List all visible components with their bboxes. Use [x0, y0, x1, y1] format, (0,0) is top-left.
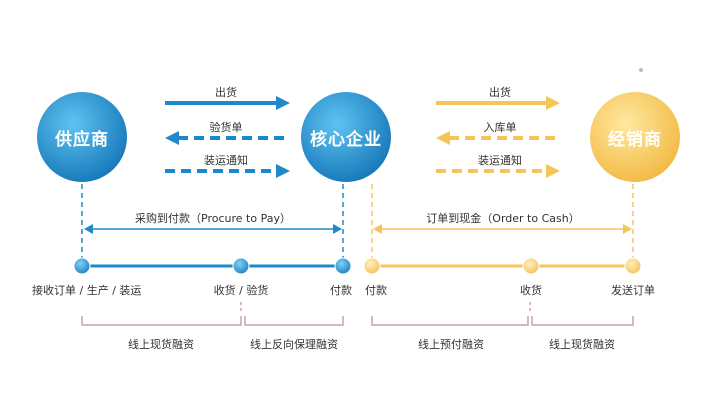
milestone-dot — [232, 257, 250, 275]
o2c-label: 订单到现金（Order to Cash） — [426, 212, 580, 225]
core-node — [301, 92, 391, 182]
flow-warehouse-receipt-label: 入库单 — [483, 121, 517, 134]
financing-label: 线上现货融资 — [549, 338, 615, 351]
milestone-dot — [334, 257, 352, 275]
core-label: 核心企业 — [310, 129, 382, 150]
flow-shipment-label: 出货 — [489, 86, 511, 99]
p2p-label: 采购到付款（Procure to Pay） — [135, 212, 291, 225]
milestone-dot — [522, 257, 540, 275]
milestone-label: 付款 — [365, 284, 387, 297]
decor-dot — [639, 68, 643, 72]
flow-shipment-label: 出货 — [215, 86, 237, 99]
right-flow-arrows — [436, 96, 560, 178]
o2c-arrow — [373, 224, 632, 234]
dealer-node — [590, 92, 680, 182]
milestone-dot — [73, 257, 91, 275]
milestone-label: 付款 — [330, 284, 352, 297]
flow-inspection-label: 验货单 — [209, 121, 243, 134]
p2p-arrow — [84, 224, 342, 234]
financing-brackets — [81, 302, 634, 326]
financing-label: 线上现货融资 — [128, 338, 194, 351]
left-flow-arrows — [165, 96, 290, 178]
milestone-label: 发送订单 — [611, 284, 655, 297]
milestone-label: 收货 — [520, 284, 542, 297]
milestone-dot — [363, 257, 381, 275]
financing-label: 线上预付融资 — [418, 338, 484, 351]
flow-shipping-notice-label: 装运通知 — [478, 154, 522, 167]
milestone-label: 收货 / 验货 — [213, 284, 269, 297]
supplier-label: 供应商 — [55, 129, 109, 150]
drop-lines — [81, 184, 634, 262]
financing-label: 线上反向保理融资 — [250, 338, 338, 351]
milestone-dot — [624, 257, 642, 275]
dealer-label: 经销商 — [608, 129, 662, 150]
supplier-node — [37, 92, 127, 182]
milestone-label: 接收订单 / 生产 / 装运 — [32, 284, 142, 297]
flow-shipping-notice-label: 装运通知 — [204, 154, 248, 167]
